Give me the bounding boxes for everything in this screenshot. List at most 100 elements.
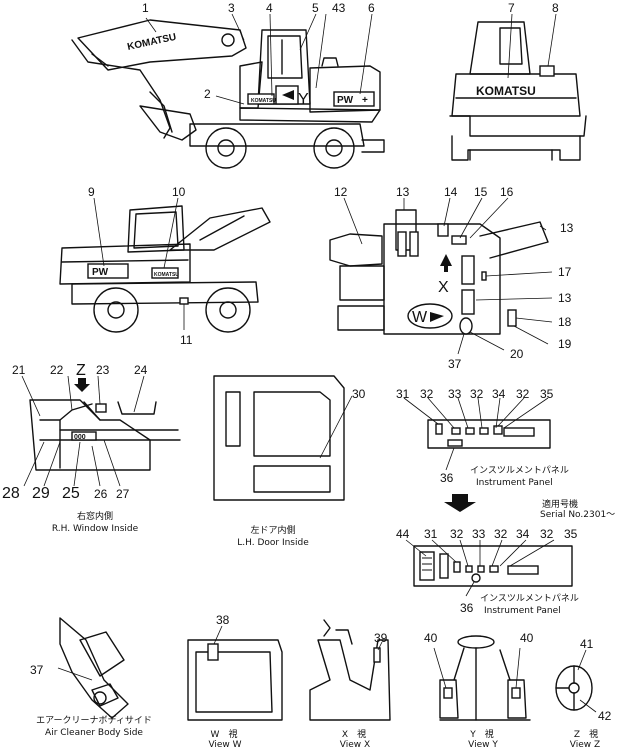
lh-door-caption-jp: 左ドア内側 <box>250 526 296 536</box>
callout-12: 12 <box>334 185 348 199</box>
view-y-caption-en: View Y <box>468 740 498 750</box>
rh-panel-decal-25: 000 <box>74 434 86 441</box>
callout-3: 3 <box>228 1 235 15</box>
view-x-diagram <box>309 619 391 721</box>
callout-26: 26 <box>94 487 108 501</box>
callout-32-lower-a: 32 <box>450 527 464 541</box>
view-z-caption-en: View Z <box>569 740 601 750</box>
view-y-marker: Y <box>298 91 309 108</box>
panel-lower-caption-en: Instrument Panel <box>484 606 561 616</box>
instrument-panel-lower-view <box>405 539 573 597</box>
callout-32-lower-b: 32 <box>494 527 508 541</box>
view-w-caption-jp: W 視 <box>210 730 238 740</box>
callout-2: 2 <box>204 87 211 101</box>
callout-13-right: 13 <box>560 221 574 235</box>
callout-32-upper-b: 32 <box>470 387 484 401</box>
callout-36-lower: 36 <box>460 601 474 615</box>
view-w-diagram <box>187 625 283 721</box>
counterweight-rear-view: KOMATSU <box>449 13 587 161</box>
callout-11: 11 <box>180 333 193 347</box>
callout-31-lower: 31 <box>424 527 438 541</box>
panel-upper-caption-en: Instrument Panel <box>476 478 553 488</box>
callout-34-lower: 34 <box>516 527 530 541</box>
callout-22: 22 <box>50 363 64 377</box>
callout-25: 25 <box>62 485 80 502</box>
callout-44: 44 <box>396 527 410 541</box>
view-y-diagram <box>433 635 531 721</box>
callout-16: 16 <box>500 185 514 199</box>
view-w-marker: W <box>412 309 428 326</box>
callout-40-right: 40 <box>520 631 534 645</box>
view-x-caption-jp: X 視 <box>341 730 367 740</box>
callout-42: 42 <box>598 709 612 723</box>
callout-43: 43 <box>332 1 346 15</box>
excavator-left-side-view: PW KOMATSU <box>59 197 271 333</box>
air-cleaner-caption-jp: エアークリーナボディサイド <box>36 716 152 726</box>
panel-revision-arrow-icon <box>444 494 476 512</box>
excavator-right-side-view: KOMATSU KOMATSU Y PW + <box>71 13 385 169</box>
komatsu-counterweight-decal: KOMATSU <box>476 84 536 98</box>
callout-23: 23 <box>96 363 110 377</box>
view-x-caption-en: View X <box>339 740 371 750</box>
instrument-panel-upper-view <box>403 397 551 512</box>
callout-6: 6 <box>368 1 375 15</box>
callout-15: 15 <box>474 185 488 199</box>
callout-20: 20 <box>510 347 524 361</box>
callout-34-upper: 34 <box>492 387 506 401</box>
z-direction-arrow-icon <box>74 378 90 392</box>
x-direction-arrow-icon <box>440 254 452 266</box>
callout-38: 38 <box>216 613 230 627</box>
callout-13-lower: 13 <box>558 291 572 305</box>
komatsu-boom-decal: KOMATSU <box>126 32 177 53</box>
lh-door-caption-en: L.H. Door Inside <box>237 538 309 548</box>
view-z-caption-jp: Z 視 <box>573 730 599 740</box>
y-direction-arrow-icon <box>282 90 294 100</box>
callout-10: 10 <box>172 185 186 199</box>
callout-7: 7 <box>508 1 515 15</box>
callout-37-top: 37 <box>448 357 462 371</box>
callout-37-bottom: 37 <box>30 663 44 677</box>
panel-upper-caption-jp: インスツルメントパネル <box>470 466 569 476</box>
callout-5: 5 <box>312 1 319 15</box>
callout-9: 9 <box>88 185 95 199</box>
callout-18: 18 <box>558 315 572 329</box>
air-cleaner-body-side-view <box>57 617 129 719</box>
rh-window-caption-en: R.H. Window Inside <box>51 524 139 534</box>
callout-32-upper-c: 32 <box>516 387 530 401</box>
callout-39: 39 <box>374 631 388 645</box>
komatsu-small-decal-1: KOMATSU <box>251 98 276 104</box>
callout-31-upper: 31 <box>396 387 410 401</box>
callout-27: 27 <box>116 487 130 501</box>
view-x-marker: X <box>438 279 449 296</box>
view-z-diagram <box>555 649 597 713</box>
callout-30: 30 <box>352 387 366 401</box>
callout-8: 8 <box>552 1 559 15</box>
komatsu-small-decal-2: KOMATSU <box>154 272 179 278</box>
air-cleaner-caption-en: Air Cleaner Body Side <box>45 728 143 738</box>
serial-caption-en: Serial No.2301～ <box>540 510 616 520</box>
lh-door-inside-view <box>213 375 353 501</box>
callout-35-lower: 35 <box>564 527 578 541</box>
callout-1: 1 <box>142 1 149 15</box>
callout-14: 14 <box>444 185 458 199</box>
serial-caption-jp: 適用号機 <box>542 500 579 510</box>
pw-model-decal-left: PW <box>92 267 109 278</box>
pw-plus-decal: + <box>362 95 368 106</box>
callout-19: 19 <box>558 337 572 351</box>
excavator-top-view: W X <box>329 197 553 355</box>
callout-32-lower-c: 32 <box>540 527 554 541</box>
callout-40-left: 40 <box>424 631 438 645</box>
panel-lower-caption-jp: インスツルメントパネル <box>480 594 579 604</box>
callout-21: 21 <box>12 363 26 377</box>
callout-17: 17 <box>558 265 572 279</box>
callout-32-upper-a: 32 <box>420 387 434 401</box>
w-direction-arrow-icon <box>430 312 444 322</box>
callout-4: 4 <box>266 1 273 15</box>
callout-35-upper: 35 <box>540 387 554 401</box>
callout-28: 28 <box>2 485 20 502</box>
view-y-caption-jp: Y 視 <box>470 730 494 740</box>
callout-36-upper: 36 <box>440 471 454 485</box>
callout-24: 24 <box>134 363 148 377</box>
